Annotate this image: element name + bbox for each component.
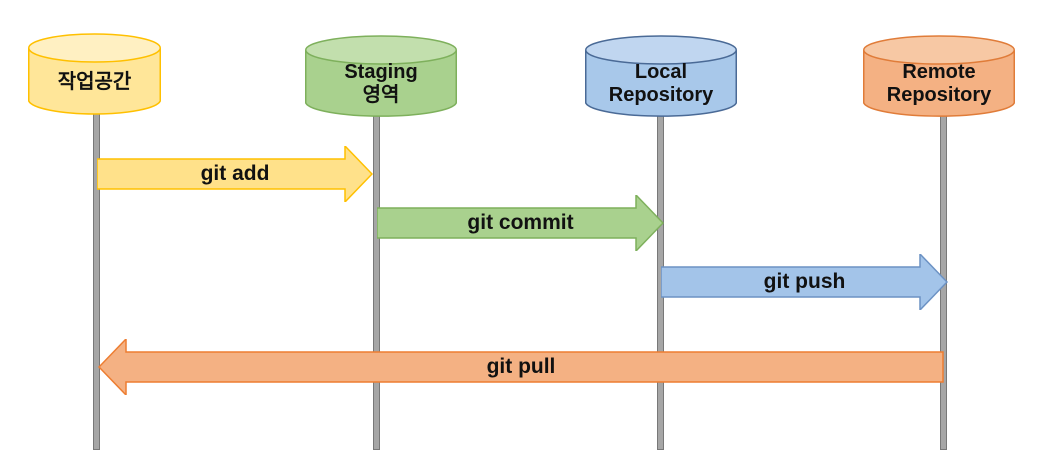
cylinder-icon <box>28 33 161 115</box>
node-local-repository: Local Repository <box>585 35 737 119</box>
right-arrow-icon <box>377 195 664 251</box>
arrow-git-add: git add <box>97 146 373 202</box>
left-arrow-icon <box>98 339 944 395</box>
arrow-label: git push <box>763 270 846 293</box>
cylinder-icon <box>863 35 1015 117</box>
arrow-git-commit: git commit <box>377 195 664 251</box>
lifeline-staging-area <box>373 108 380 450</box>
node-remote-repository: Remote Repository <box>863 35 1015 119</box>
arrow-git-push: git push <box>661 254 948 310</box>
arrow-label: git commit <box>467 211 574 234</box>
cylinder-icon <box>305 35 457 117</box>
right-arrow-icon <box>97 146 373 202</box>
cylinder-icon <box>585 35 737 117</box>
arrow-label: git add <box>200 162 270 185</box>
arrow-git-pull: git pull <box>98 339 944 395</box>
node-staging-area: Staging 영역 <box>305 35 457 119</box>
right-arrow-icon <box>661 254 948 310</box>
node-workspace: 작업공간 <box>28 33 161 117</box>
arrow-label: git pull <box>486 355 556 378</box>
